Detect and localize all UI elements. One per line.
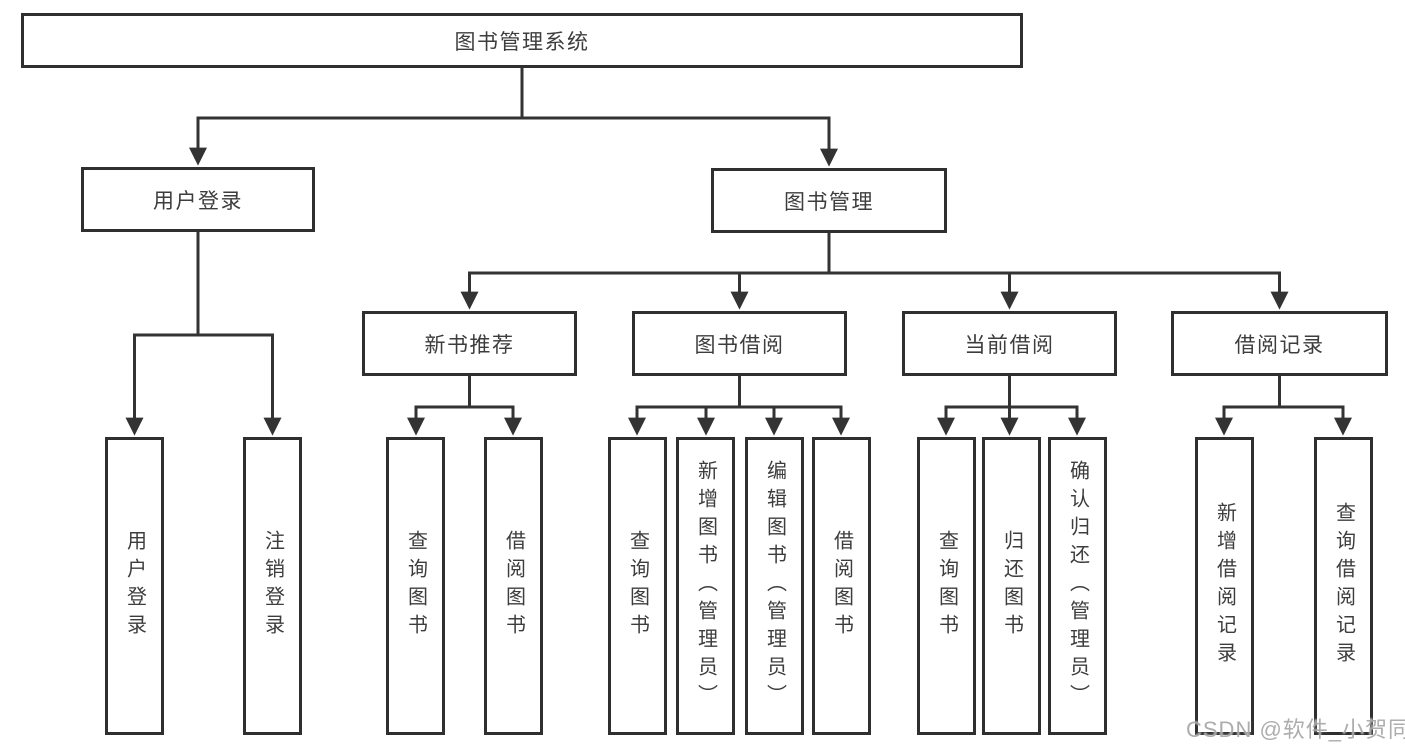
node-new-book-recommend: 新书推荐	[362, 311, 577, 376]
leaf-borrowing-add-books-admin: 新增图书（管理员）	[676, 437, 735, 735]
leaf-logout: 注销登录	[243, 437, 302, 735]
csdn-watermark: CSDN @软件_小贺同学	[1186, 717, 1405, 742]
leaf-borrowing-query-books: 查询图书	[608, 437, 667, 735]
leaf-records-query-record: 查询借阅记录	[1314, 437, 1373, 735]
node-current-borrowing: 当前借阅	[902, 311, 1117, 376]
leaf-recommend-borrow-books: 借阅图书	[484, 437, 543, 735]
leaf-current-return-books: 归还图书	[982, 437, 1041, 735]
leaf-borrowing-borrow-books: 借阅图书	[812, 437, 871, 735]
leaf-current-query-books: 查询图书	[917, 437, 976, 735]
node-library-system: 图书管理系统	[21, 13, 1023, 68]
connector-group	[125, 68, 1352, 436]
node-user-login: 用户登录	[81, 167, 315, 232]
leaf-records-add-record: 新增借阅记录	[1195, 437, 1254, 735]
node-book-borrowing: 图书借阅	[632, 311, 847, 376]
node-borrowing-records: 借阅记录	[1171, 311, 1388, 376]
leaf-current-confirm-return-admin: 确认归还（管理员）	[1048, 437, 1107, 735]
node-book-management: 图书管理	[711, 168, 947, 233]
leaf-borrowing-edit-books-admin: 编辑图书（管理员）	[745, 437, 804, 735]
leaf-user-login: 用户登录	[105, 437, 164, 735]
leaf-recommend-query-books: 查询图书	[386, 437, 445, 735]
